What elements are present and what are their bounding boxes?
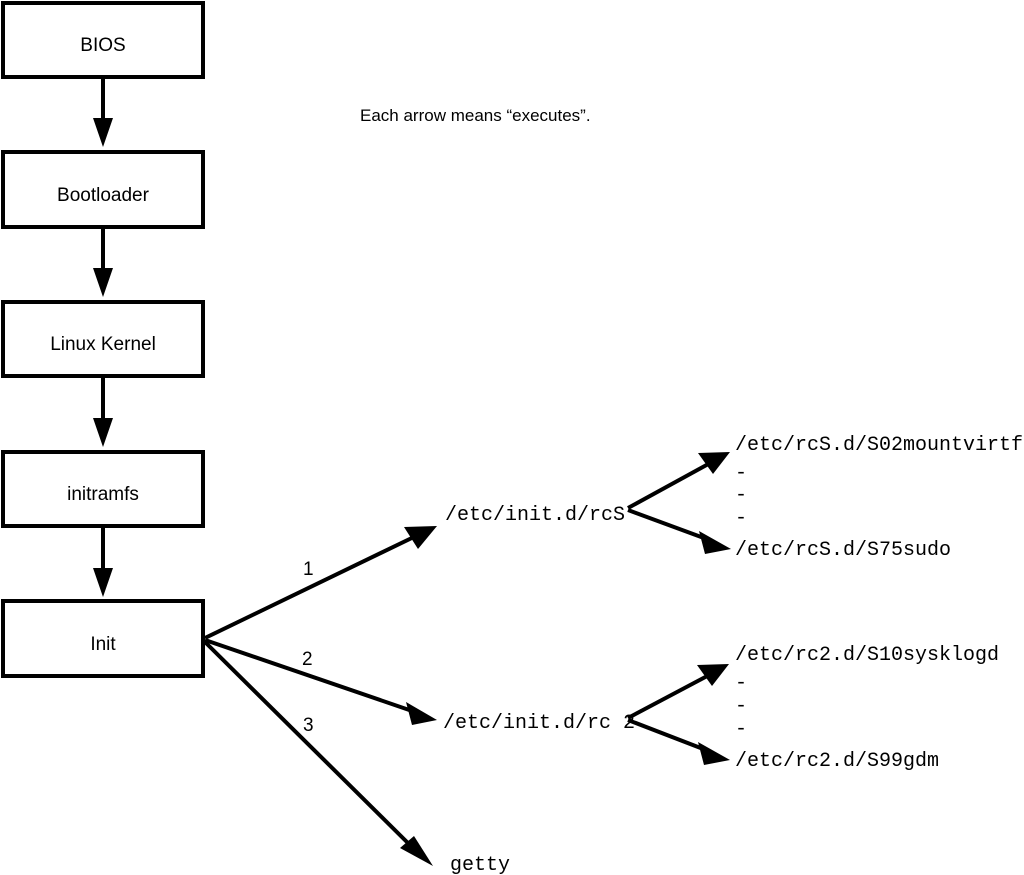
- edge-rcS-to-last-script: [627, 508, 731, 554]
- arrowhead-up-right-icon: [404, 526, 437, 549]
- script-rc2-ellipsis-dash-1: -: [735, 672, 747, 695]
- script-rc2-ellipsis-dash-2: -: [735, 695, 747, 718]
- edge-line: [627, 672, 712, 720]
- node-bootloader-rect: [1, 150, 205, 229]
- script-rc2-ellipsis-dash-3: -: [735, 718, 747, 741]
- edge-bios-to-bootloader: [93, 77, 113, 147]
- edge-line: [204, 533, 419, 640]
- edge-init-to-rcS: 1: [204, 526, 437, 640]
- node-linux-kernel[interactable]: Linux Kernel: [1, 300, 205, 378]
- edge-kernel-to-initramfs: [93, 376, 113, 447]
- edge-init-to-rc2: 2: [204, 638, 437, 725]
- script-rc2-last-label[interactable]: /etc/rc2.d/S99gdm: [735, 750, 939, 773]
- node-initramfs[interactable]: initramfs: [1, 450, 205, 528]
- arrowhead-down-icon: [93, 118, 113, 147]
- node-linux-kernel-label: Linux Kernel: [50, 334, 156, 355]
- edge-rc2-to-first-script: [627, 664, 729, 720]
- node-getty-label[interactable]: getty: [450, 854, 510, 875]
- edge-label-1: 1: [303, 559, 314, 580]
- node-linux-kernel-rect: [1, 300, 205, 378]
- arrowhead-up-right-icon: [698, 452, 730, 474]
- node-bios[interactable]: BIOS: [1, 1, 205, 79]
- script-rcS-last-label[interactable]: /etc/rcS.d/S75sudo: [735, 539, 951, 562]
- edge-init-to-getty: 3: [203, 640, 433, 866]
- edge-line: [627, 718, 712, 754]
- edge-label-3: 3: [303, 715, 314, 736]
- script-rcS-ellipsis-dash-3: -: [735, 507, 747, 530]
- edge-initramfs-to-init: [93, 526, 113, 597]
- arrowhead-down-icon: [93, 418, 113, 447]
- script-rcS-ellipsis-dash-1: -: [735, 462, 747, 485]
- node-init-d-rc2-label[interactable]: /etc/init.d/rc 2: [443, 712, 635, 735]
- arrowhead-down-icon: [93, 268, 113, 297]
- arrowhead-down-right-icon: [400, 836, 433, 866]
- arrowhead-up-right-icon: [697, 664, 729, 686]
- edge-line: [203, 640, 416, 851]
- node-init[interactable]: Init: [1, 599, 205, 678]
- arrowhead-down-right-icon: [698, 742, 730, 765]
- node-bootloader[interactable]: Bootloader: [1, 150, 205, 229]
- script-rc2-first-label[interactable]: /etc/rc2.d/S10sysklogd: [735, 644, 999, 667]
- node-bios-rect: [1, 1, 205, 79]
- edge-label-2: 2: [302, 649, 313, 670]
- edge-line: [627, 460, 713, 510]
- node-bootloader-label: Bootloader: [57, 185, 150, 206]
- edge-line: [204, 638, 419, 715]
- node-init-label: Init: [90, 634, 116, 655]
- node-bios-label: BIOS: [80, 35, 125, 56]
- arrowhead-down-icon: [93, 568, 113, 597]
- node-init-rect: [1, 599, 205, 678]
- script-rcS-first-label[interactable]: /etc/rcS.d/S02mountvirtfs: [735, 434, 1024, 457]
- edge-line: [627, 508, 713, 543]
- node-init-d-rcs-label[interactable]: /etc/init.d/rcS: [445, 504, 625, 527]
- edge-bootloader-to-kernel: [93, 227, 113, 297]
- arrowhead-down-right-icon: [406, 702, 437, 725]
- edge-rc2-to-last-script: [627, 718, 730, 765]
- arrowhead-down-right-icon: [699, 531, 731, 554]
- script-rcS-ellipsis-dash-2: -: [735, 484, 747, 507]
- node-initramfs-label: initramfs: [67, 484, 139, 505]
- edge-rcS-to-first-script: [627, 452, 730, 510]
- caption-text: Each arrow means “executes”.: [360, 106, 591, 125]
